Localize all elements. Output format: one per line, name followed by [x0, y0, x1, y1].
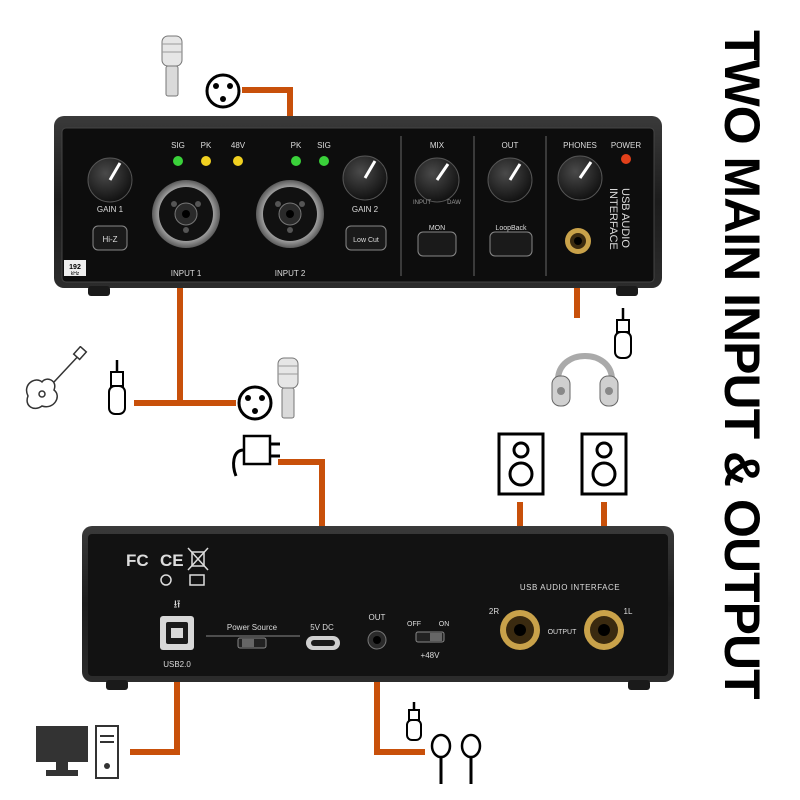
knob-out — [488, 158, 532, 202]
microphone-icon — [274, 356, 304, 424]
button-loopback[interactable]: LoopBack — [490, 225, 532, 256]
computer-icon — [34, 722, 130, 784]
label-2r: 2R — [489, 607, 499, 616]
label-pk-2: PK — [291, 141, 302, 150]
usb-symbol-icon: ⭿ — [173, 599, 180, 611]
usb-c-port — [306, 636, 340, 650]
jack-plug-icon — [402, 700, 426, 744]
label-out: OUT — [369, 613, 386, 622]
earbuds-icon — [428, 732, 484, 788]
headline: TWO MAIN INPUT & OUTPUT — [712, 30, 772, 770]
led-48v — [233, 156, 243, 166]
brand-line-2: INTERFACE — [607, 188, 619, 250]
led-pk-2 — [291, 156, 301, 166]
label-gain1: GAIN 1 — [97, 205, 124, 214]
output-jack-1l — [584, 610, 624, 650]
xlr-connector-icon — [236, 384, 274, 422]
label-output: OUTPUT — [548, 629, 578, 636]
label-48v: +48V — [421, 651, 441, 660]
headphones-icon — [550, 336, 620, 410]
label-gain2: GAIN 2 — [352, 205, 379, 214]
label-sig-2: SIG — [317, 141, 331, 150]
xlr-combo-input2 — [256, 180, 324, 248]
jack-plug-icon — [100, 358, 134, 418]
led-sig-1 — [173, 156, 183, 166]
power-source-switch[interactable] — [238, 638, 266, 648]
output-jack-2r — [500, 610, 540, 650]
label-mix-input: INPUT — [413, 200, 431, 206]
label-1l: 1L — [624, 607, 633, 616]
svg-text:Hi-Z: Hi-Z — [102, 235, 117, 244]
knob-mix — [415, 158, 459, 202]
badge-192khz: 192 kHz — [64, 260, 86, 277]
label-on: ON — [439, 621, 450, 628]
phones-jack — [565, 228, 591, 254]
power-adapter-icon — [226, 426, 282, 480]
speaker-icon — [497, 432, 545, 496]
knob-gain1 — [88, 158, 132, 202]
label-power: POWER — [611, 141, 641, 150]
svg-text:192: 192 — [69, 264, 81, 271]
label-mix-daw: DAW — [447, 200, 461, 206]
label-phones: PHONES — [563, 141, 597, 150]
knob-gain2 — [343, 156, 387, 200]
label-out: OUT — [502, 141, 519, 150]
svg-text:LoopBack: LoopBack — [495, 225, 527, 232]
ce-mark: CE — [160, 551, 184, 570]
guitar-icon — [20, 346, 88, 414]
speaker-icon — [580, 432, 628, 496]
label-48v: 48V — [231, 141, 246, 150]
xlr-combo-input1 — [152, 180, 220, 248]
label-mix: MIX — [430, 141, 445, 150]
knob-phones — [558, 156, 602, 200]
fcc-mark: FC — [126, 551, 149, 570]
svg-text:MON: MON — [429, 225, 445, 232]
phantom-power-switch[interactable] — [416, 632, 444, 642]
front-panel: SIG PK 48V PK SIG POWER GAIN 1 GAIN 2 MI… — [50, 108, 666, 298]
microphone-icon — [158, 34, 188, 100]
label-input2: INPUT 2 — [275, 269, 306, 278]
label-pk-1: PK — [201, 141, 212, 150]
label-power-source: Power Source — [227, 623, 278, 632]
led-power — [621, 154, 631, 164]
led-pk-1 — [201, 156, 211, 166]
label-5v-dc: 5V DC — [310, 623, 334, 632]
back-title: USB AUDIO INTERFACE — [520, 583, 620, 592]
out-3-5mm-jack — [368, 631, 386, 649]
svg-text:kHz: kHz — [71, 271, 80, 277]
label-sig-1: SIG — [171, 141, 185, 150]
label-usb: USB2.0 — [163, 660, 191, 669]
led-sig-2 — [319, 156, 329, 166]
label-input1: INPUT 1 — [171, 269, 202, 278]
back-panel: FC CE USB AUDIO INTERFACE ⭿ USB2.0 Power… — [80, 522, 676, 694]
button-hiz[interactable]: Hi-Z — [93, 226, 127, 250]
label-off: OFF — [407, 621, 421, 628]
svg-text:Low Cut: Low Cut — [353, 237, 379, 244]
brand-line-1: USB AUDIO — [619, 188, 631, 248]
button-lowcut[interactable]: Low Cut — [346, 226, 386, 250]
xlr-connector-icon — [204, 72, 242, 110]
